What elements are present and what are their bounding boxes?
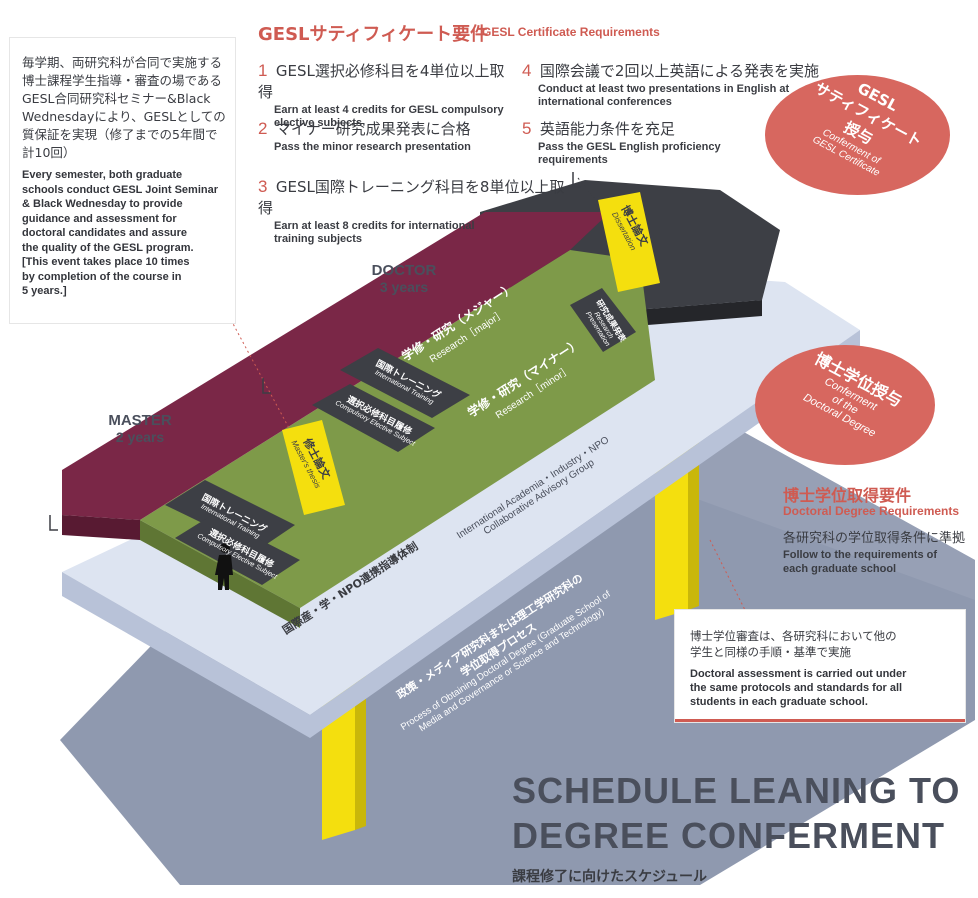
left-note-en-line: by completion of the course in <box>22 270 182 283</box>
left-note-en-line: 5 years.] <box>22 285 67 297</box>
requirement-en: Pass the minor research presentation <box>274 141 471 153</box>
requirement-en: Pass the GESL English proficiency <box>538 141 721 153</box>
student-icon <box>215 543 233 590</box>
main-title-jp: 課程修了に向けたスケジュール <box>512 869 708 885</box>
requirement-number: 1 <box>258 61 268 80</box>
requirement-en: Earn at least 4 credits for GESL compuls… <box>274 104 504 116</box>
gesl-requirement-5: 5 英語能力条件を充足 Pass the GESL English profic… <box>522 118 762 167</box>
requirement-en: Conduct at least two presentations in En… <box>538 83 790 95</box>
gesl-requirement-3: 3 GESL国際トレーニング科目を8単位以上取得 Earn at least 8… <box>258 176 568 246</box>
doctor-stage-label: DOCTOR 3 years <box>364 262 444 295</box>
requirement-en: Earn at least 8 credits for internationa… <box>274 220 475 232</box>
assessment-en2: the same protocols and standards for all <box>690 682 903 694</box>
doctoral-requirements-title-en: Doctoral Degree Requirements <box>783 504 960 518</box>
requirement-en: international conferences <box>538 96 672 108</box>
left-note-en-line: Every semester, both graduate <box>22 169 183 181</box>
gesl-requirement-1: 1 GESL選択必修科目を4単位以上取得 Earn at least 4 cre… <box>258 60 518 130</box>
requirement-number: 3 <box>258 177 268 196</box>
gesl-requirements-title: GESLサティフィケート要件 <box>258 24 489 45</box>
connector-dissertation <box>577 177 601 206</box>
connector-left-note <box>230 319 291 431</box>
tag-research-presentation <box>570 288 636 352</box>
dissertation-box <box>598 192 660 292</box>
doctoral-requirements-jp: 各研究科の学位取得条件に準拠 <box>783 531 966 546</box>
doctoral-requirements-en1: Follow to the requirements of <box>783 549 938 561</box>
left-note-en-line: & Black Wednesday to provide <box>22 198 183 210</box>
left-note-jp-line: 毎学期、両研究科が合同で実施する <box>22 55 223 70</box>
requirement-en: requirements <box>538 154 608 166</box>
gesl-requirement-2: 2 マイナー研究成果発表に合格 Pass the minor research … <box>258 118 518 154</box>
left-note-jp-line: Wednesdayにより、GESLとしての <box>22 109 226 124</box>
marker-start <box>49 515 58 531</box>
doctoral-requirements-en2: each graduate school <box>783 563 897 575</box>
master-years: 2 years <box>115 429 165 445</box>
left-note-jp-line: 計10回） <box>22 145 76 160</box>
assessment-red-bar <box>675 719 965 722</box>
doctor-dark-block-side <box>610 300 762 328</box>
requirement-jp: 英語能力条件を充足 <box>539 120 675 138</box>
doctor-years: 3 years <box>379 279 429 295</box>
tag-compulsory-master <box>175 515 300 585</box>
requirement-en: training subjects <box>274 233 363 245</box>
major-maroon-band <box>62 212 610 520</box>
main-title-line1: SCHEDULE LEANING TO <box>512 770 961 811</box>
left-note-jp-line: 質保証を実現（修了までの5年間で <box>22 127 218 142</box>
requirement-number: 4 <box>522 61 532 80</box>
left-note-en-line: doctoral candidates and assure <box>22 227 188 239</box>
requirement-number: 5 <box>522 119 532 138</box>
masters-thesis-box <box>282 420 345 515</box>
gesl-requirements-title-en: GESL Certificate Requirements <box>482 25 660 39</box>
assessment-note-box: 博士学位審査は、各研究科において他の 学生と同様の手順・基準で実施 Doctor… <box>675 610 965 722</box>
doctoral-conferment-circle: 博士学位授与 Conferment of the Doctoral Degree <box>755 345 935 465</box>
doctoral-requirements-title: 博士学位取得要件 <box>783 486 912 505</box>
master-stage-label: MASTER 2 years <box>100 412 180 445</box>
left-note-box: 毎学期、両研究科が合同で実施する 博士課程学生指導・審査の場である GESL合同… <box>10 38 235 323</box>
requirement-jp: GESL選択必修科目を4単位以上取得 <box>258 62 505 101</box>
assessment-jp2: 学生と同様の手順・基準で実施 <box>690 645 851 659</box>
left-note-jp-line: 博士課程学生指導・審査の場である <box>22 73 222 88</box>
left-note-en-line: the quality of the GESL program. <box>22 241 194 254</box>
requirement-jp: GESL国際トレーニング科目を8単位以上取得 <box>258 178 565 217</box>
left-note-en-line: guidance and assessment for <box>22 212 177 225</box>
gesl-requirement-4: 4 国際会議で2回以上英語による発表を実施 Conduct at least t… <box>522 60 822 109</box>
assessment-jp1: 博士学位審査は、各研究科において他の <box>690 629 897 643</box>
marker-doctor <box>572 172 581 188</box>
left-note-en-line: schools conduct GESL Joint Seminar <box>22 183 219 196</box>
tag-compulsory-doctor <box>312 384 435 452</box>
gesl-conferment-circle: GESL サティフィケート 授与 Conferment of GESL Cert… <box>765 75 950 195</box>
master-title: MASTER <box>108 412 172 429</box>
connector-assessment <box>709 539 746 611</box>
requirement-jp: マイナー研究成果発表に合格 <box>275 120 471 138</box>
doctoral-requirements-en: Follow to the requirements of each gradu… <box>783 548 937 576</box>
requirement-number: 2 <box>258 119 268 138</box>
left-note-jp-line: GESL合同研究科セミナー&Black <box>22 91 211 106</box>
tag-intl-training-master <box>165 480 295 550</box>
tag-intl-training-doctor <box>340 348 470 418</box>
requirement-jp: 国際会議で2回以上英語による発表を実施 <box>539 62 820 80</box>
assessment-en1: Doctoral assessment is carried out under <box>690 668 907 680</box>
doctor-title: DOCTOR <box>371 262 437 279</box>
major-maroon-side <box>62 515 140 540</box>
assessment-en3: students in each graduate school. <box>690 696 868 708</box>
left-note-en-line: [This event takes place 10 times <box>22 256 190 268</box>
marker-master <box>262 378 271 394</box>
main-title-line2: DEGREE CONFERMENT <box>512 815 946 856</box>
requirement-en: elective subjects <box>274 117 363 129</box>
